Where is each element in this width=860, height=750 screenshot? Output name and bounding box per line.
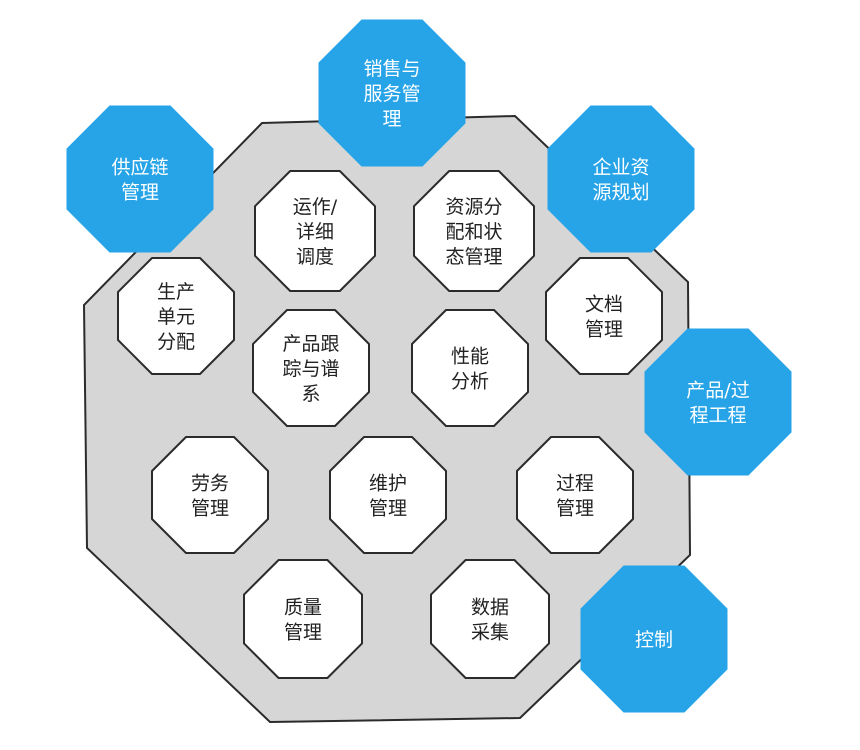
- product-process-engineering-label-line: 产品/过: [686, 380, 749, 402]
- sales-service-management-octagon: [318, 19, 466, 167]
- labor-management-octagon: [151, 436, 269, 554]
- operations-scheduling-label-line: 调度: [296, 246, 334, 268]
- data-acquisition-label-line: 采集: [471, 622, 509, 644]
- product-process-engineering-label-line: 程工程: [689, 405, 746, 427]
- operations-scheduling-label-line: 运作/: [293, 196, 338, 218]
- labor-management-label-line: 管理: [191, 498, 229, 520]
- resource-allocation-status-label-line: 资源分: [445, 196, 502, 218]
- supply-chain-management-label-line: 供应链: [111, 157, 168, 179]
- sales-service-management-label-line: 服务管: [363, 83, 420, 105]
- maintenance-management-label-line: 管理: [369, 498, 407, 520]
- resource-allocation-status-label-line: 态管理: [445, 246, 502, 268]
- operations-scheduling-octagon: [254, 170, 376, 292]
- product-process-engineering-octagon: [644, 328, 792, 476]
- enterprise-resource-planning-label-line: 源规划: [592, 182, 649, 204]
- product-tracking-genealogy-label-line: 系: [301, 383, 320, 405]
- document-management-label-line: 管理: [585, 319, 623, 341]
- maintenance-management-octagon: [329, 436, 447, 554]
- supply-chain-management-octagon: [66, 105, 214, 253]
- data-acquisition-octagon: [430, 559, 550, 679]
- resource-allocation-status-label-line: 配和状: [445, 221, 502, 243]
- product-tracking-genealogy-label-line: 产品跟: [282, 333, 339, 355]
- sales-service-management-label-line: 理: [382, 108, 401, 130]
- document-management-label-line: 文档: [585, 294, 623, 316]
- control-system: 控制: [580, 565, 728, 713]
- resource-allocation-status-octagon: [413, 170, 535, 292]
- production-unit-dispatch-octagon: [117, 257, 235, 375]
- product-tracking-genealogy-label-line: 踪与谱: [282, 358, 339, 380]
- production-unit-dispatch-label-line: 生产: [157, 281, 195, 303]
- data-acquisition-label-line: 数据: [471, 597, 509, 619]
- product-tracking-genealogy-octagon: [252, 309, 370, 427]
- performance-analysis-label-line: 性能: [451, 346, 489, 368]
- performance-analysis-label-line: 分析: [451, 371, 489, 393]
- quality-management-octagon: [243, 559, 363, 679]
- labor-management-label-line: 劳务: [191, 473, 229, 495]
- document-management-octagon: [545, 257, 663, 375]
- inner-modules-layer: 运作/详细调度资源分配和状态管理生产单元分配文档管理产品跟踪与谱系性能分析劳务管…: [117, 170, 663, 679]
- control-label-line: 控制: [635, 629, 673, 651]
- quality-management-label-line: 质量: [284, 597, 322, 619]
- supply-chain-management-label-line: 管理: [121, 182, 159, 204]
- control-octagon: [580, 565, 728, 713]
- process-management-label-line: 管理: [556, 498, 594, 520]
- enterprise-resource-planning-label-line: 企业资: [592, 157, 649, 179]
- production-unit-dispatch-label-line: 分配: [157, 331, 195, 353]
- production-unit-dispatch-label-line: 单元: [157, 306, 195, 328]
- process-management-octagon: [516, 436, 634, 554]
- sales-service-management-label-line: 销售与: [363, 58, 420, 80]
- operations-scheduling-label-line: 详细: [296, 221, 334, 243]
- maintenance-management-label-line: 维护: [369, 473, 407, 495]
- performance-analysis-octagon: [411, 309, 529, 427]
- process-management-label-line: 过程: [556, 473, 594, 495]
- quality-management-label-line: 管理: [284, 622, 322, 644]
- enterprise-resource-planning-octagon: [547, 105, 695, 253]
